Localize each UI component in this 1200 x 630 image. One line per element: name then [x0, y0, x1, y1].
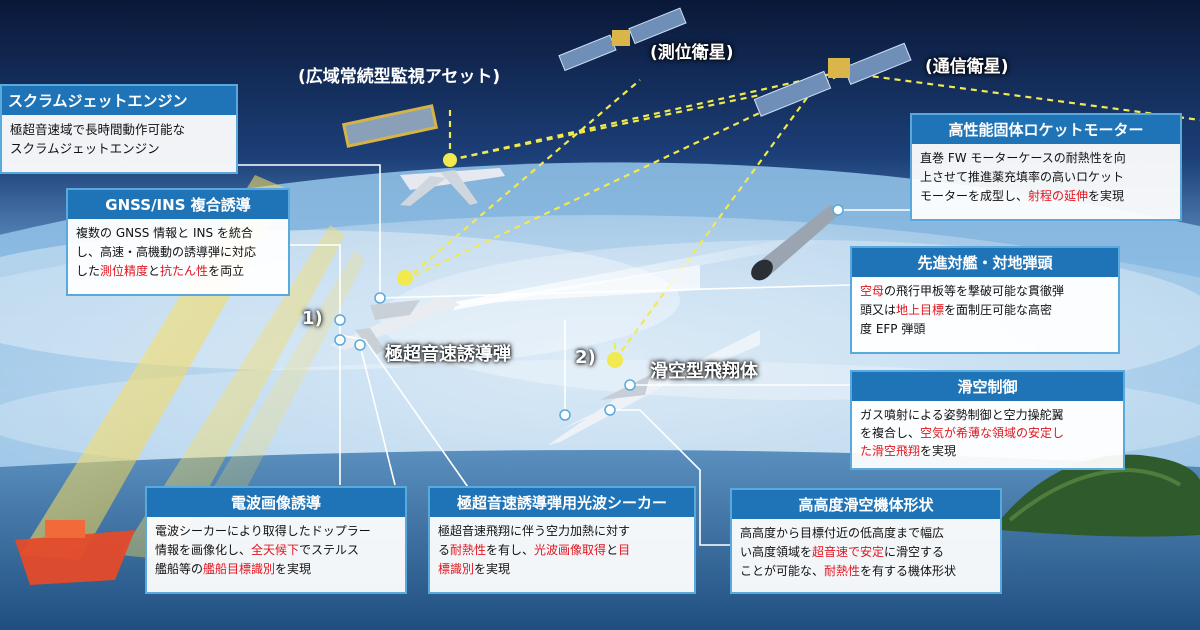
solid-rocket-motor-panel: 高性能固体ロケットモーター 直巻 FW モーターケースの耐熱性を向 上させて推進…	[910, 113, 1182, 221]
wide-area-asset-label: (広域常続型監視アセット)	[298, 67, 501, 87]
radio-imaging-guidance-panel: 電波画像誘導 電波シーカーにより取得したドップラー 情報を画像化し、全天候下でス…	[145, 486, 407, 594]
optical-seeker-panel: 極超音速誘導弾用光波シーカー 極超音速飛翔に伴う空力加熱に対す る耐熱性を有し、…	[428, 486, 696, 594]
seeker-line-2: る耐熱性を有し、光波画像取得と目	[438, 543, 631, 557]
uav-drone-icon	[400, 168, 505, 206]
high-altitude-airframe-panel: 高高度滑空機体形状 高高度から目標付近の低高度まで幅広 い高度領域を超音速で安定…	[730, 488, 1002, 594]
scramjet-engine-title: スクラムジェットエンジン	[2, 86, 236, 115]
glide-control-title: 滑空制御	[852, 372, 1123, 401]
seeker-line-3: 標識別を実現	[438, 562, 511, 576]
rocket-line-2: 上させて推進薬充填率の高いロケット	[920, 170, 1125, 184]
glide-control-line-2: を複合し、空気が希薄な領域の安定し	[860, 426, 1065, 440]
gnss-line-2: し、高速・高機動の誘導弾に対応	[76, 245, 257, 259]
communication-satellite-label: (通信衛星)	[925, 57, 1009, 77]
optical-seeker-title: 極超音速誘導弾用光波シーカー	[430, 488, 694, 517]
glide-control-line-1: ガス噴射による姿勢制御と空力操舵翼	[860, 408, 1064, 422]
glide-vehicle-label: 滑空型飛翔体	[650, 361, 758, 382]
radio-line-3: 艦船等の艦船目標識別を実現	[155, 562, 312, 576]
rocket-booster-icon	[751, 205, 842, 281]
positioning-satellite-icon	[558, 7, 687, 72]
advanced-warhead-title: 先進対艦・対地弾頭	[852, 248, 1118, 277]
radio-imaging-guidance-title: 電波画像誘導	[147, 488, 405, 517]
airframe-line-3: ことが可能な、耐熱性を有する機体形状	[740, 564, 957, 578]
scramjet-engine-line-1: 極超音速域で長時間動作可能な	[10, 122, 186, 137]
item-number-2: 2)	[575, 347, 596, 368]
warhead-line-2: 頭又は地上目標を面制圧可能な高密	[860, 303, 1053, 317]
warhead-line-3: 度 EFP 弾頭	[860, 322, 926, 336]
hypersonic-cruise-missile-icon	[330, 295, 460, 355]
high-altitude-airframe-title: 高高度滑空機体形状	[732, 490, 1000, 519]
surveillance-asset-satellite-icon	[341, 104, 439, 148]
communication-satellite-icon	[753, 42, 912, 117]
warhead-line-1: 空母の飛行甲板等を撃破可能な貫徹弾	[860, 284, 1065, 298]
seeker-line-1: 極超音速飛翔に伴う空力加熱に対す	[438, 524, 631, 538]
hypersonic-missile-label: 極超音速誘導弾	[385, 344, 511, 365]
gnss-line-1: 複数の GNSS 情報と INS を統合	[76, 226, 253, 240]
scramjet-engine-panel: スクラムジェットエンジン 極超音速域で長時間動作可能な スクラムジェットエンジン	[0, 84, 238, 174]
airframe-line-2: い高度領域を超音速で安定に滑空する	[740, 545, 945, 559]
glide-control-line-3: た滑空飛翔を実現	[860, 444, 957, 458]
rocket-line-3: モーターを成型し、射程の延伸を実現	[920, 189, 1125, 203]
glide-control-panel: 滑空制御 ガス噴射による姿勢制御と空力操舵翼 を複合し、空気が希薄な領域の安定し…	[850, 370, 1125, 470]
gnss-line-3: した測位精度と抗たん性を両立	[76, 264, 245, 278]
item-number-1: 1)	[302, 308, 323, 329]
radio-line-2: 情報を画像化し、全天候下でステルス	[155, 543, 360, 557]
positioning-satellite-label: (測位衛星)	[650, 43, 734, 63]
solid-rocket-motor-title: 高性能固体ロケットモーター	[912, 115, 1180, 144]
gnss-ins-guidance-title: GNSS/INS 複合誘導	[68, 190, 288, 219]
rocket-line-1: 直巻 FW モーターケースの耐熱性を向	[920, 151, 1126, 165]
advanced-warhead-panel: 先進対艦・対地弾頭 空母の飛行甲板等を撃破可能な貫徹弾 頭又は地上目標を面制圧可…	[850, 246, 1120, 354]
gnss-ins-guidance-panel: GNSS/INS 複合誘導 複数の GNSS 情報と INS を統合 し、高速・…	[66, 188, 290, 296]
radio-line-1: 電波シーカーにより取得したドップラー	[155, 524, 371, 538]
scramjet-engine-line-2: スクラムジェットエンジン	[10, 141, 160, 156]
airframe-line-1: 高高度から目標付近の低高度まで幅広	[740, 526, 945, 540]
